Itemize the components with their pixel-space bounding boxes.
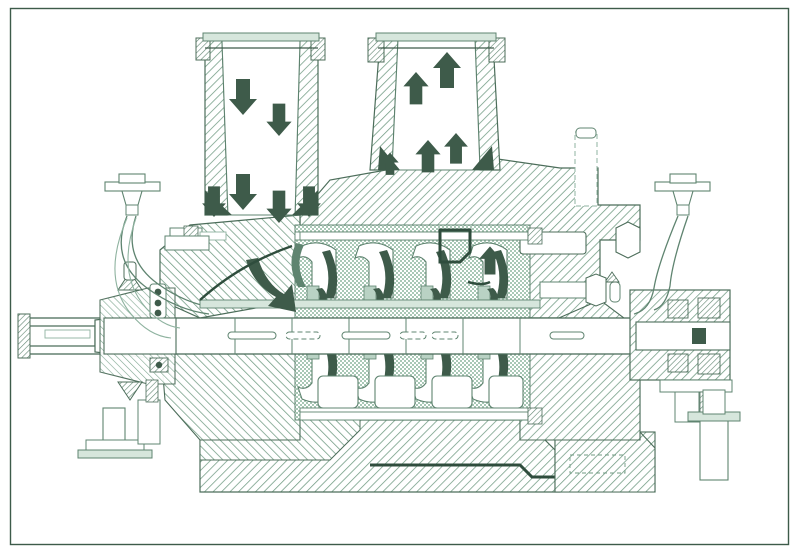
- casing-split-joint: [199, 299, 541, 309]
- suction-flange-face: [202, 32, 320, 42]
- suction-turn-arrow: [246, 258, 296, 312]
- drive-end-bearing-housing: [99, 261, 177, 401]
- support-foot-left: [77, 379, 161, 459]
- casing-fittings: [164, 127, 641, 425]
- stage-cells-lower: [297, 344, 524, 409]
- discharge-nozzle: [367, 32, 506, 171]
- drawing-border-frame: [9, 7, 790, 546]
- discharge-volute-throat: [438, 228, 491, 286]
- base-casting: [199, 419, 656, 493]
- support-foot-right: [687, 389, 741, 481]
- suction-throat-outline: [199, 244, 293, 301]
- discharge-flange-face: [375, 32, 497, 42]
- balance-line-right: [633, 173, 711, 315]
